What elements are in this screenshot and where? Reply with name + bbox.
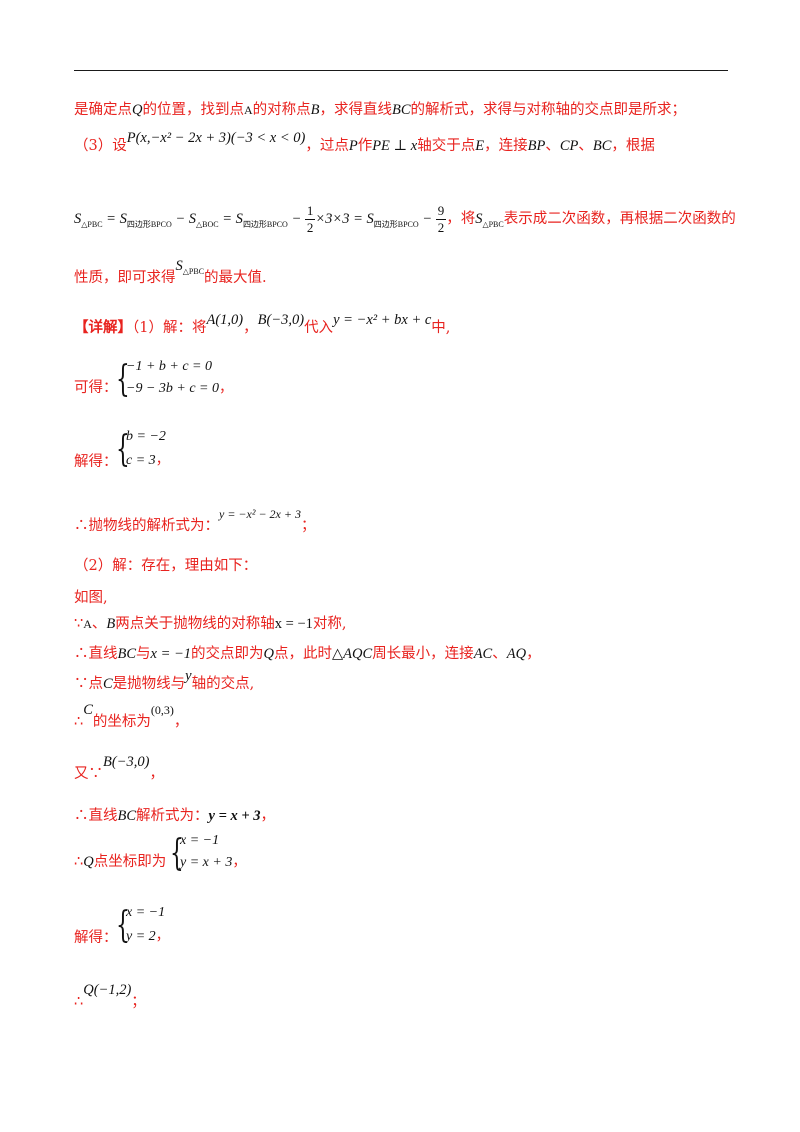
- part2-line-11: ∴Q(−1,2)；: [74, 982, 146, 1010]
- part2-line-1: （2）解：存在，理由如下：: [74, 558, 258, 574]
- part2-line-7: 又∵B(−3,0)，: [74, 754, 164, 782]
- part2-line-4: ∴直线BC与x = −1的交点即为Q点，此时△AQC周长最小，连接AC、AQ，: [74, 646, 541, 662]
- part2-line-3: ∵A、B两点关于抛物线的对称轴x = −1对称,: [74, 616, 347, 632]
- detail-solve-label: 解得：: [74, 454, 118, 470]
- system3-line2: y = x + 3，: [180, 855, 247, 870]
- system3-line1: x = −1: [180, 833, 220, 848]
- system4-line2: y = 2，: [126, 929, 170, 944]
- system3-brace: {: [170, 833, 184, 874]
- detail-line-1: 【详解】（1）解：将A(1,0)，B(−3,0)代入y = −x² + bx +…: [74, 312, 451, 336]
- part2-line-9: ∴Q点坐标即为: [74, 854, 167, 870]
- header-rule: [74, 70, 728, 71]
- analysis-line-2: （3）设P(x,−x² − 2x + 3)(−3 < x < 0)，过点P作PE…: [74, 130, 655, 154]
- part2-line-2: 如图,: [74, 590, 108, 606]
- part2-line-5: ∵点C是抛物线与y轴的交点,: [74, 668, 255, 692]
- system2-brace: {: [116, 429, 130, 470]
- analysis-line-1: 是确定点Q的位置，找到点A的对称点B，求得直线BC的解析式，求得与对称轴的交点即…: [74, 102, 687, 118]
- analysis-line-4: 性质，即可求得S△PBC的最大值.: [74, 258, 267, 286]
- system4-brace: {: [116, 905, 130, 946]
- detail-get-label: 可得：: [74, 380, 118, 396]
- part2-solve-label: 解得：: [74, 930, 118, 946]
- system2-line2: c = 3，: [126, 453, 170, 468]
- system1-brace: {: [116, 359, 130, 400]
- system4-line1: x = −1: [126, 905, 166, 920]
- system1-line2: −9 − 3b + c = 0，: [126, 381, 234, 396]
- system2-line1: b = −2: [126, 429, 166, 444]
- part2-line-6: ∴C的坐标为(0,3)，: [74, 702, 189, 730]
- system1-line1: −1 + b + c = 0: [126, 359, 213, 374]
- part2-line-8: ∴直线BC解析式为：y = x + 3，: [74, 808, 275, 824]
- parabola-result: ∴抛物线的解析式为：y = −x² − 2x + 3；: [74, 507, 316, 534]
